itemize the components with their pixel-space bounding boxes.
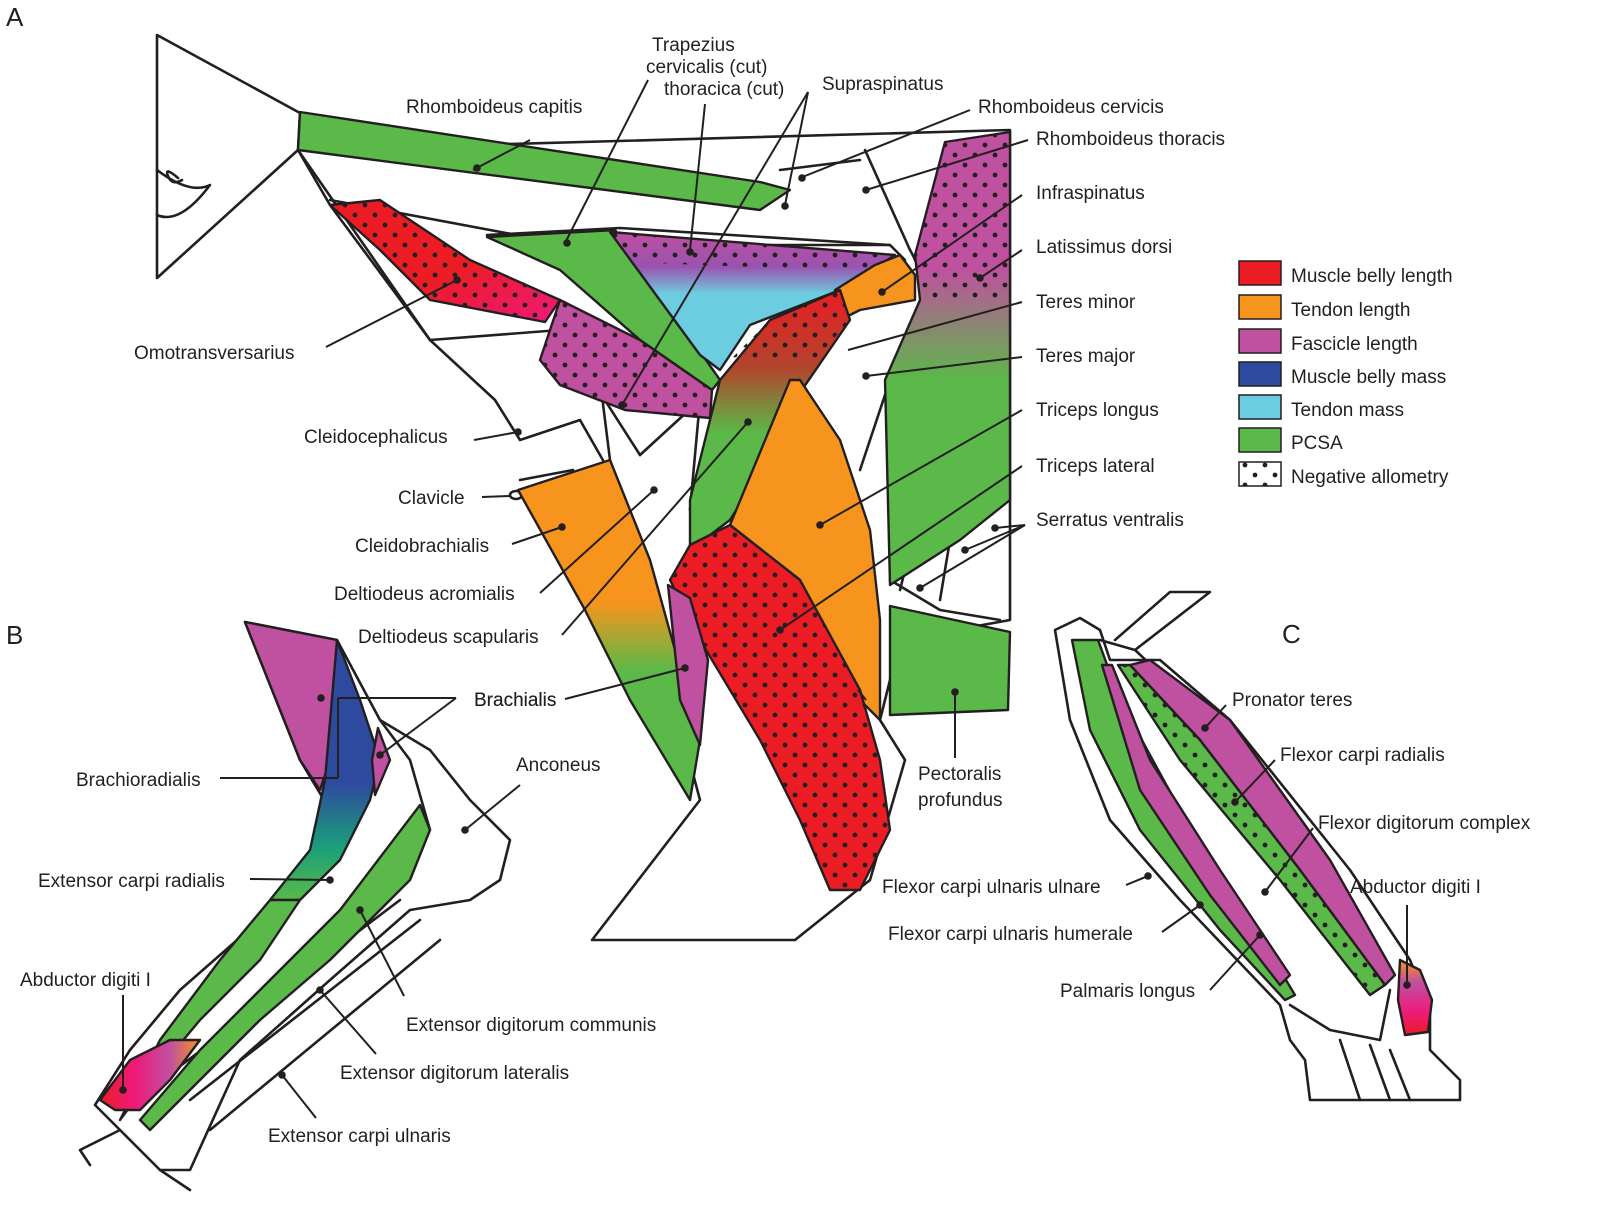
label-rhomboideus-cervicis: Rhomboideus cervicis xyxy=(978,97,1164,118)
legend-label: Negative allometry xyxy=(1291,467,1449,488)
panel-c-label: C xyxy=(1282,619,1301,649)
label-abductor-digiti-c: Abductor digiti I xyxy=(1350,877,1481,898)
label-clavicle: Clavicle xyxy=(398,488,465,509)
panel-b-muscles xyxy=(98,620,432,1132)
brachialis xyxy=(666,583,710,747)
legend-swatch-belly-mass xyxy=(1238,361,1282,387)
label-abductor-digiti-b: Abductor digiti I xyxy=(20,970,151,991)
label-latissimus-dorsi: Latissimus dorsi xyxy=(1036,237,1172,258)
label-flexor-digitorum-complex: Flexor digitorum complex xyxy=(1318,813,1531,834)
panel-c-muscles xyxy=(1070,638,1434,1037)
pectoralis-profundus xyxy=(888,604,1012,717)
legend-swatch-pcsa xyxy=(1238,427,1282,453)
label-fcu-humerale: Flexor carpi ulnaris humerale xyxy=(888,924,1133,945)
panel-b-label: B xyxy=(6,620,23,650)
label-cleidocephalicus: Cleidocephalicus xyxy=(304,427,448,448)
label-supraspinatus: Supraspinatus xyxy=(822,74,943,95)
cleidobrachialis xyxy=(516,458,702,802)
panel-a-labels: Trapezius cervicalis (cut) thoracica (cu… xyxy=(134,35,1225,811)
label-rhomboideus-thoracis: Rhomboideus thoracis xyxy=(1036,129,1225,150)
panel-a-label: A xyxy=(6,2,24,32)
panel-a-muscles xyxy=(296,110,1012,892)
label-extensor-carpi-ulnaris: Extensor carpi ulnaris xyxy=(268,1126,451,1147)
legend-swatch-tendon-mass xyxy=(1238,394,1282,420)
label-triceps-lateral: Triceps lateral xyxy=(1036,456,1155,477)
legend-label: Fascicle length xyxy=(1291,334,1418,355)
label-rhomboideus-capitis: Rhomboideus capitis xyxy=(406,97,582,118)
legend-swatch-tendon-length xyxy=(1238,294,1282,320)
panel-b-leaders xyxy=(119,694,521,1119)
label-triceps-longus: Triceps longus xyxy=(1036,400,1159,421)
panel-c-leaders xyxy=(1125,704,1411,991)
label-extensor-carpi-radialis: Extensor carpi radialis xyxy=(38,871,225,892)
legend-label: Muscle belly length xyxy=(1291,266,1453,287)
infraspinatus xyxy=(833,253,917,322)
label-flexor-carpi-radialis: Flexor carpi radialis xyxy=(1280,745,1445,766)
label-anconeus: Anconeus xyxy=(516,755,601,776)
legend-label: PCSA xyxy=(1291,433,1343,454)
label-trapezius-1: Trapezius xyxy=(652,35,735,56)
label-infraspinatus: Infraspinatus xyxy=(1036,183,1145,204)
label-teres-major: Teres major xyxy=(1036,346,1136,367)
label-serratus-ventralis: Serratus ventralis xyxy=(1036,510,1184,531)
label-brachialis: Brachialis xyxy=(474,690,556,711)
legend-swatch-belly-length xyxy=(1238,260,1282,286)
label-teres-minor: Teres minor xyxy=(1036,292,1136,313)
brachioradialis xyxy=(243,620,339,792)
label-pectoralis-2: profundus xyxy=(918,790,1003,811)
label-brachioradialis: Brachioradialis xyxy=(76,770,201,791)
label-palmaris-longus: Palmaris longus xyxy=(1060,981,1195,1002)
legend-label: Muscle belly mass xyxy=(1291,367,1446,388)
label-fcu-ulnare: Flexor carpi ulnaris ulnare xyxy=(882,877,1101,898)
legend-swatch-fascicle-length xyxy=(1238,328,1282,354)
brachioradialis-lateral xyxy=(370,726,392,797)
label-b-brachialis: Brachialis xyxy=(474,690,556,711)
label-pronator-teres: Pronator teres xyxy=(1232,690,1352,711)
label-cleidobrachialis: Cleidobrachialis xyxy=(355,536,489,557)
flexor-carpi-ulnaris-humerale xyxy=(1100,663,1292,987)
label-trapezius-2: cervicalis (cut) xyxy=(646,57,767,78)
abductor-digiti-c xyxy=(1396,958,1434,1037)
panel-b-labels: Brachialis Brachioradialis Anconeus Exte… xyxy=(20,690,656,1147)
rhomboideus-capitis xyxy=(296,110,792,212)
label-deltiodeus-scapularis: Deltiodeus scapularis xyxy=(358,627,539,648)
label-extensor-digitorum-lateralis: Extensor digitorum lateralis xyxy=(340,1063,569,1084)
legend: Muscle belly length Tendon length Fascic… xyxy=(1238,260,1453,488)
legend-label: Tendon length xyxy=(1291,300,1410,321)
label-trapezius-3: thoracica (cut) xyxy=(664,79,784,100)
legend-label: Tendon mass xyxy=(1291,400,1404,421)
legend-swatch-negative-allometry xyxy=(1238,461,1282,487)
label-extensor-digitorum-communis: Extensor digitorum communis xyxy=(406,1015,656,1036)
label-omotransversarius: Omotransversarius xyxy=(134,343,295,364)
panel-a-leaders xyxy=(325,79,1029,758)
panel-c-labels: Pronator teres Flexor carpi radialis Fle… xyxy=(882,690,1531,1002)
extensor-digitorum-communis xyxy=(138,803,432,1132)
label-pectoralis-1: Pectoralis xyxy=(918,764,1001,785)
label-deltiodeus-acromialis: Deltiodeus acromialis xyxy=(334,584,515,605)
